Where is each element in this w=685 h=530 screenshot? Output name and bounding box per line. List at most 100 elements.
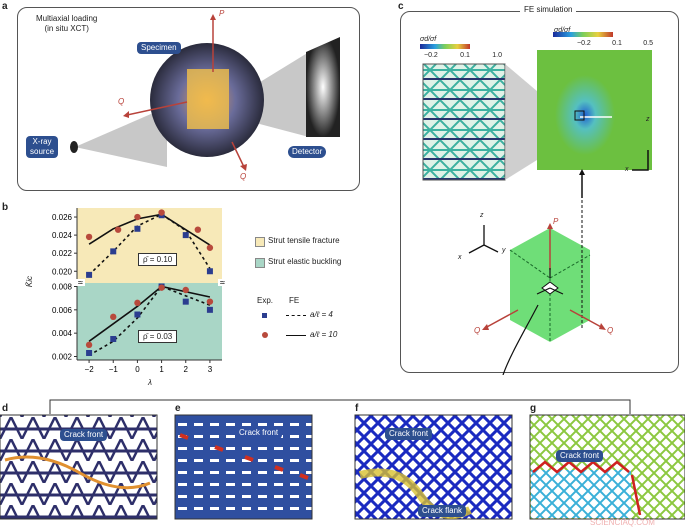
fe-line-a4 bbox=[88, 213, 211, 276]
axis-break-right: ≈ bbox=[220, 278, 225, 288]
colorbar-left-label: σd/σf bbox=[420, 36, 437, 43]
y-axis-label: K̄ic bbox=[25, 275, 35, 288]
x-tick-label: 3 bbox=[208, 365, 213, 374]
y-tick-label: 0.008 bbox=[52, 283, 73, 292]
fe-load-p: P bbox=[553, 217, 559, 226]
y-tick-label: 0.026 bbox=[52, 213, 73, 222]
beam-cone-left bbox=[75, 107, 167, 167]
exp-point-a10 bbox=[194, 226, 202, 233]
colorbar-right-ticks: −0.2 0.1 0.5 bbox=[577, 40, 653, 47]
x-tick-label: 1 bbox=[159, 365, 164, 374]
exp-point-a4 bbox=[134, 225, 141, 232]
detector-icon bbox=[306, 37, 340, 137]
exp-point-a4 bbox=[182, 298, 189, 305]
fe-load-q2: Q bbox=[607, 326, 614, 335]
exp-point-a4 bbox=[182, 232, 189, 239]
legend-line-dashed bbox=[286, 315, 306, 316]
exp-point-a4 bbox=[86, 350, 93, 356]
panel-label-c: c bbox=[398, 1, 404, 12]
panel-label-f: f bbox=[355, 403, 359, 414]
exp-point-a4 bbox=[206, 268, 213, 275]
exp-point-a4 bbox=[110, 248, 117, 255]
tick: −0.2 bbox=[424, 52, 438, 59]
legend-marker-circle bbox=[262, 332, 268, 338]
exp-point-a10 bbox=[158, 284, 165, 291]
axis-break-left-bg bbox=[76, 279, 85, 286]
exp-point-a10 bbox=[182, 286, 189, 294]
legend-swatch-buckling bbox=[255, 258, 265, 268]
axis-z-label: z bbox=[480, 212, 484, 219]
exp-point-a4 bbox=[110, 336, 117, 342]
tick: 0.1 bbox=[612, 40, 622, 47]
panel-label-b: b bbox=[2, 202, 9, 213]
axis-y-label: y bbox=[502, 247, 506, 254]
legend-line-solid bbox=[286, 335, 306, 336]
fe-simulation-title: FE simulation bbox=[520, 5, 577, 14]
exp-point-a10 bbox=[158, 209, 165, 216]
colorbar-right bbox=[553, 32, 613, 37]
panel-a-title: Multiaxial loading (in situ XCT) bbox=[36, 14, 97, 34]
legend-label-a4: a/ℓ = 4 bbox=[310, 310, 333, 319]
axis-x-label: x bbox=[458, 254, 462, 261]
xray-line-1: X-ray bbox=[32, 137, 52, 146]
legend-label-buckling: Strut elastic buckling bbox=[268, 257, 342, 266]
specimen-tag: Specimen bbox=[137, 42, 181, 54]
exp-point-a10 bbox=[206, 244, 214, 251]
colorbar-left bbox=[420, 44, 470, 49]
crack-flank-tag-f: Crack flank bbox=[418, 505, 467, 517]
axis-break-left: ≈ bbox=[78, 278, 83, 288]
panel-label-a: a bbox=[2, 1, 8, 12]
panel-a-frame bbox=[17, 7, 360, 191]
axis-break-right-bg bbox=[218, 279, 227, 286]
crack-front-tag-f: Crack front bbox=[385, 428, 433, 440]
specimen-cube bbox=[187, 69, 229, 129]
panel-label-d: d bbox=[2, 403, 9, 414]
tick: 1.0 bbox=[492, 52, 502, 59]
title-line-2: (in situ XCT) bbox=[44, 24, 89, 33]
y-tick-label: 0.022 bbox=[52, 249, 73, 258]
title-line-1: Multiaxial loading bbox=[36, 14, 98, 23]
panel-label-g: g bbox=[530, 403, 537, 414]
xray-source-tag: X-ray source bbox=[26, 136, 59, 158]
panel-label-e: e bbox=[175, 403, 181, 414]
x-tick-label: 0 bbox=[135, 365, 140, 374]
crack-front-tag-e: Crack front bbox=[235, 427, 283, 439]
tick: 0.5 bbox=[643, 40, 653, 47]
watermark: SCIENCIAQ.COM bbox=[590, 518, 655, 527]
y-tick-label: 0.024 bbox=[52, 231, 73, 240]
y-tick-label: 0.004 bbox=[52, 329, 73, 338]
exp-point-a10 bbox=[134, 299, 141, 307]
xray-line-2: source bbox=[30, 147, 55, 156]
legend-label-a10: a/ℓ = 10 bbox=[310, 330, 338, 339]
exp-point-a10 bbox=[134, 213, 141, 221]
legend-header-exp: Exp. bbox=[257, 296, 274, 305]
legend-header-fe: FE bbox=[289, 296, 300, 305]
annotation-rho-003: ρ̄ = 0.03 bbox=[138, 330, 178, 343]
plot-region-0 bbox=[77, 208, 222, 283]
beam-cone-right bbox=[252, 52, 309, 137]
y-tick-label: 0.006 bbox=[52, 306, 73, 315]
tick: −0.2 bbox=[577, 40, 591, 47]
panel-f-image bbox=[354, 414, 513, 520]
exp-point-a10 bbox=[114, 226, 122, 233]
load-p-label: P bbox=[219, 9, 225, 18]
exp-point-a4 bbox=[206, 306, 213, 313]
xray-source-icon bbox=[70, 141, 78, 153]
colorbar-right-label: σd/σf bbox=[554, 27, 571, 34]
x-tick-label: 2 bbox=[184, 365, 189, 374]
colorbar-left-ticks: −0.2 0.1 1.0 bbox=[424, 52, 502, 59]
map-axis-x: x bbox=[625, 166, 629, 173]
tick: 0.1 bbox=[460, 52, 470, 59]
exp-point-a10 bbox=[85, 233, 93, 241]
crack-front-tag-d: Crack front bbox=[60, 429, 108, 441]
exp-point-a4 bbox=[134, 311, 141, 318]
exp-point-a4 bbox=[86, 271, 93, 278]
x-tick-label: −1 bbox=[109, 365, 119, 374]
x-axis-label: λ bbox=[148, 378, 152, 387]
fe-simulation-illustration bbox=[420, 32, 652, 375]
crack-front-tag-g: Crack front bbox=[556, 450, 604, 462]
y-tick-label: 0.020 bbox=[52, 267, 73, 276]
load-q-label-2: Q bbox=[240, 172, 247, 181]
y-tick-label: 0.002 bbox=[52, 353, 73, 362]
xct-setup-illustration bbox=[70, 14, 340, 171]
